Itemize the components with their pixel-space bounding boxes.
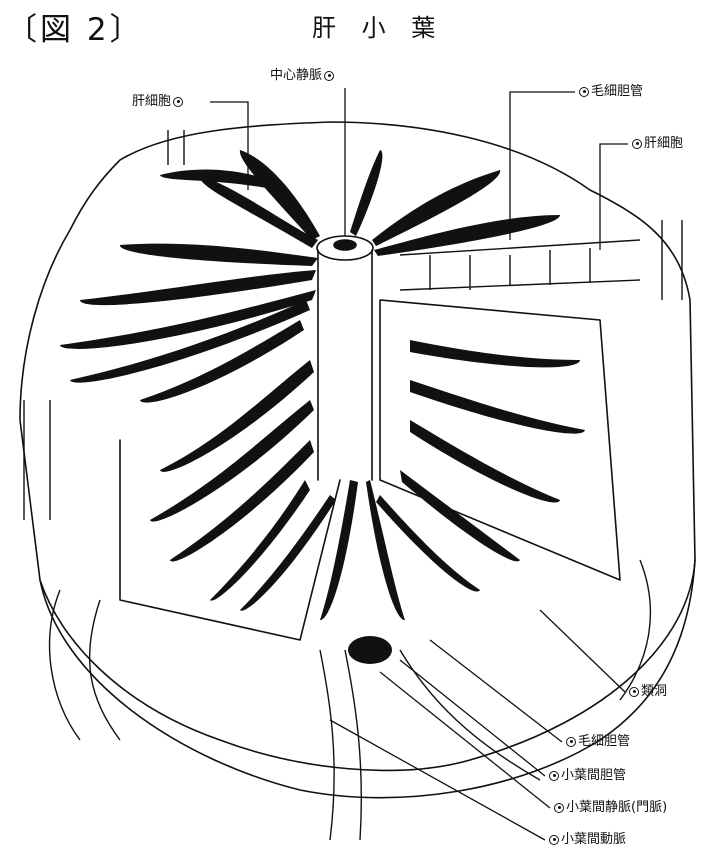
label-interlobular-vein: 小葉間静脈(門脈) [552,801,667,814]
label-interlobular-bile-duct-text: 小葉間胆管 [561,769,626,782]
label-hepatocyte-right: 肝細胞 [630,137,683,150]
marker-dot-icon [173,97,183,107]
marker-dot-icon [324,71,334,81]
label-bile-canaliculus-top: 毛細胆管 [577,85,643,98]
label-interlobular-artery-text: 小葉間動脈 [561,833,626,846]
label-central-vein-text: 中心静脈 [270,69,322,82]
marker-dot-icon [549,771,559,781]
marker-dot-icon [566,737,576,747]
label-sinusoid: 類洞 [627,685,667,698]
label-sinusoid-text: 類洞 [641,685,667,698]
label-hepatocyte-left-text: 肝細胞 [132,95,171,108]
label-hepatocyte-left: 肝細胞 [132,95,185,108]
marker-dot-icon [632,139,642,149]
label-central-vein: 中心静脈 [270,69,336,82]
label-interlobular-vein-text: 小葉間静脈(門脈) [566,801,667,814]
label-bile-canaliculus-bottom: 毛細胆管 [564,735,630,748]
label-interlobular-artery: 小葉間動脈 [547,833,626,846]
marker-dot-icon [579,87,589,97]
label-bile-canaliculus-bottom-text: 毛細胆管 [578,735,630,748]
marker-dot-icon [549,835,559,845]
label-interlobular-bile-duct: 小葉間胆管 [547,769,626,782]
marker-dot-icon [554,803,564,813]
marker-dot-icon [629,687,639,697]
label-bile-canaliculus-top-text: 毛細胆管 [591,85,643,98]
label-hepatocyte-right-text: 肝細胞 [644,137,683,150]
